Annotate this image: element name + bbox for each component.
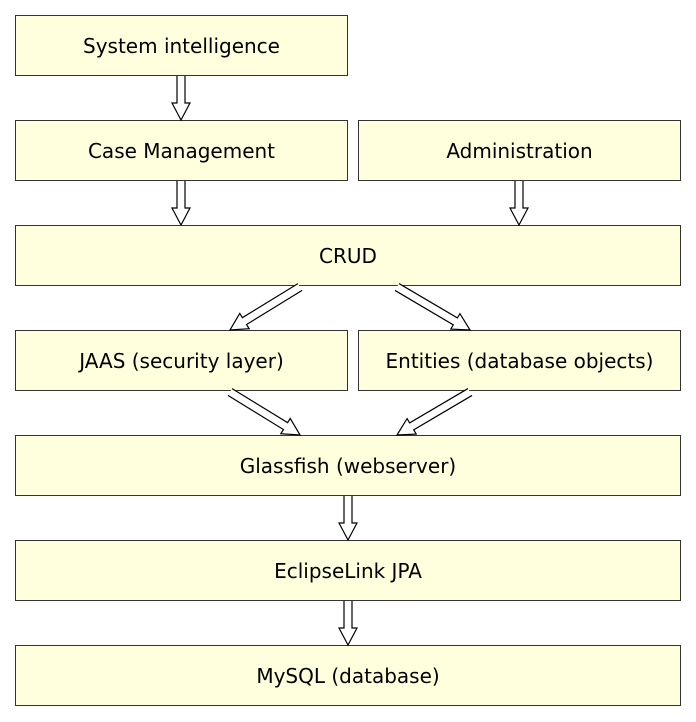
arrow-glassfish-to-eclipselink (338, 496, 358, 542)
box-eclipselink: EclipseLink JPA (15, 540, 681, 601)
box-glassfish: Glassfish (webserver) (15, 435, 681, 496)
box-entities-label: Entities (database objects) (385, 348, 654, 373)
box-eclipselink-label: EclipseLink JPA (274, 558, 422, 583)
box-jaas: JAAS (security layer) (15, 330, 348, 391)
arrow-administration-to-crud (509, 181, 529, 227)
box-glassfish-label: Glassfish (webserver) (239, 453, 457, 478)
box-jaas-label: JAAS (security layer) (79, 348, 284, 373)
box-case-management-label: Case Management (87, 138, 276, 163)
box-mysql: MySQL (database) (15, 645, 681, 706)
arrow-crud-to-jaas (228, 283, 303, 331)
arrow-jaas-to-glassfish (227, 388, 302, 436)
box-mysql-label: MySQL (database) (256, 663, 440, 688)
box-crud-label: CRUD (319, 243, 377, 268)
arrow-system-intelligence-to-case-management (171, 76, 191, 122)
box-crud: CRUD (15, 225, 681, 286)
box-administration-label: Administration (446, 138, 593, 163)
arrow-case-management-to-crud (171, 181, 191, 227)
box-system-intelligence-label: System intelligence (83, 33, 280, 58)
box-administration: Administration (358, 120, 681, 181)
arrow-entities-to-glassfish (395, 388, 473, 436)
box-entities: Entities (database objects) (358, 330, 681, 391)
box-case-management: Case Management (15, 120, 348, 181)
box-system-intelligence: System intelligence (15, 15, 348, 76)
arrow-eclipselink-to-mysql (338, 601, 358, 647)
arrow-crud-to-entities (394, 283, 472, 331)
